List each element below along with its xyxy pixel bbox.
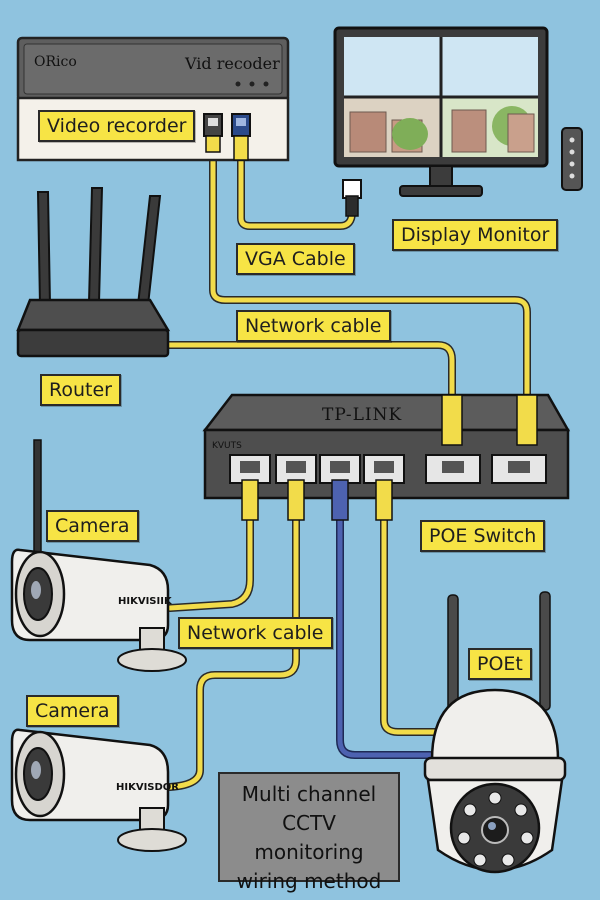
monitor-screen-feed (344, 97, 538, 157)
recorder-brand: ORico (34, 54, 77, 70)
camera1-network-cable (166, 516, 254, 612)
video-recorder-label: Video recorder (38, 110, 196, 142)
switch-uplink-ports (425, 454, 547, 484)
router (16, 187, 171, 358)
dome-ir-leds (457, 791, 534, 867)
poe-switch: TP-LINK KVUTS (202, 393, 571, 521)
dome-camera-label: POEt (468, 648, 532, 680)
caption-line-1: Multi channel (241, 782, 377, 806)
poe-switch-label: POE Switch (420, 520, 546, 552)
router-network-cable (156, 341, 456, 399)
cables (156, 146, 531, 791)
remote-control (561, 127, 583, 191)
camera-2-label: Camera (26, 695, 119, 727)
camera2-network-cable (166, 516, 300, 791)
vga-cable (237, 156, 356, 230)
router-label: Router (40, 374, 121, 406)
camera-2-brand: HIKVISDOR (116, 782, 179, 793)
dome-camera (423, 591, 567, 874)
network-cable-label-bottom: Network cable (178, 617, 333, 649)
recorder-led-indicators (235, 81, 269, 87)
switch-poe-ports (229, 454, 405, 484)
caption-line-2: CCTV monitoring (254, 811, 364, 864)
vga-cable-label: VGA Cable (236, 243, 355, 275)
network-cable-label-top: Network cable (236, 310, 391, 342)
caption-line-3: wiring method (236, 869, 382, 893)
display-monitor-label: Display Monitor (392, 219, 559, 251)
recorder-network-port (203, 113, 223, 153)
router-antennas (36, 187, 162, 306)
switch-plugs (241, 394, 538, 521)
vga-plug (342, 179, 362, 217)
switch-small-text: KVUTS (212, 441, 242, 451)
camera-2: HIKVISDOR (10, 728, 187, 852)
display-monitor (333, 26, 583, 217)
camera-1: HIKVISIIK (10, 439, 187, 672)
camera-1-brand: HIKVISIIK (118, 596, 173, 607)
switch-brand: TP-LINK (322, 405, 402, 425)
camera-1-label: Camera (46, 510, 139, 542)
caption-box: Multi channel CCTV monitoring wiring met… (218, 772, 400, 893)
recorder-model-text: Vid recoder (184, 54, 280, 73)
recorder-vga-port (231, 113, 251, 161)
